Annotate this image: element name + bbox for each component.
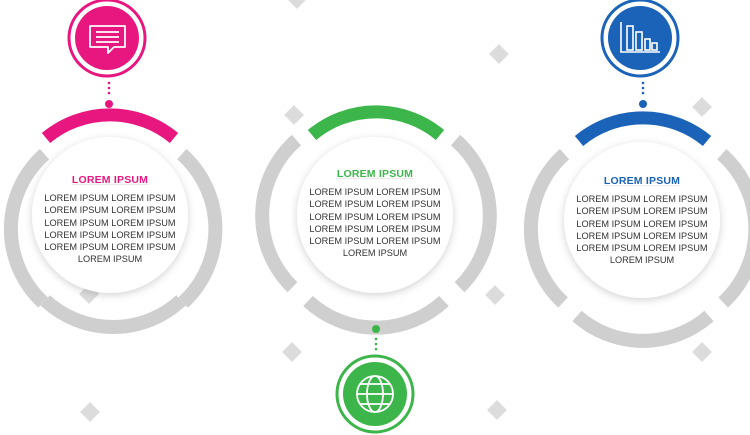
step-2-title: LOREM IPSUM bbox=[336, 168, 414, 180]
decor-diamond bbox=[80, 402, 100, 422]
step-3-line: LOREM IPSUM LOREM IPSUM bbox=[576, 194, 708, 204]
decor-diamond bbox=[485, 285, 505, 305]
step-2-icon-fill bbox=[343, 362, 407, 426]
step-1-line: LOREM IPSUM LOREM IPSUM bbox=[44, 205, 176, 216]
step-1-line: LOREM IPSUM LOREM IPSUM bbox=[44, 229, 176, 240]
step-1-accent-arc bbox=[41, 108, 179, 144]
step-1-line: LOREM IPSUM LOREM IPSUM bbox=[44, 193, 176, 203]
decor-diamond bbox=[284, 105, 304, 125]
decor-diamond bbox=[489, 44, 509, 64]
step-1-title: LOREM IPSUM bbox=[71, 174, 149, 186]
step-3-line: LOREM IPSUM LOREM IPSUM bbox=[576, 206, 708, 217]
decor-diamond bbox=[79, 284, 99, 304]
chat-bubble-icon bbox=[89, 25, 126, 54]
step-3-line: LOREM IPSUM bbox=[609, 255, 675, 266]
decor-diamond bbox=[692, 342, 712, 362]
step-3-content: LOREM IPSUM LOREM IPSUM LOREM IPSUM LORE… bbox=[572, 175, 712, 267]
step-3-icon-fill bbox=[608, 6, 672, 70]
step-2-accent-arc bbox=[307, 105, 445, 141]
step-2-content: LOREM IPSUM LOREM IPSUM LOREM IPSUM LORE… bbox=[305, 168, 445, 260]
step-3-line: LOREM IPSUM LOREM IPSUM bbox=[576, 218, 708, 229]
step-1-connector bbox=[105, 81, 113, 108]
step-1-icon-fill bbox=[75, 6, 139, 70]
step-3-line: LOREM IPSUM LOREM IPSUM bbox=[576, 230, 708, 241]
decor-diamond bbox=[487, 400, 507, 420]
step-3-icon-circle bbox=[600, 0, 680, 78]
step-1-content: LOREM IPSUM LOREM IPSUM LOREM IPSUM LORE… bbox=[40, 174, 180, 266]
step-3-connector bbox=[639, 81, 647, 108]
step-2-icon-circle bbox=[335, 354, 415, 434]
step-3-title: LOREM IPSUM bbox=[603, 175, 681, 187]
decor-diamond bbox=[282, 342, 302, 362]
step-1-icon-circle bbox=[67, 0, 147, 78]
step-1-line: LOREM IPSUM LOREM IPSUM bbox=[44, 217, 176, 228]
step-1-line: LOREM IPSUM bbox=[77, 254, 143, 265]
decor-diamond bbox=[287, 0, 307, 9]
step-2-line: LOREM IPSUM bbox=[342, 248, 408, 259]
bar-chart-icon bbox=[620, 22, 660, 53]
step-2-line: LOREM IPSUM LOREM IPSUM bbox=[309, 199, 441, 210]
step-2-line: LOREM IPSUM LOREM IPSUM bbox=[309, 223, 441, 234]
decor-diamond bbox=[692, 97, 712, 117]
globe-icon bbox=[356, 375, 394, 413]
step-3-accent-arc bbox=[574, 111, 712, 147]
step-3-line: LOREM IPSUM LOREM IPSUM bbox=[576, 243, 708, 254]
step-2-line: LOREM IPSUM LOREM IPSUM bbox=[309, 211, 441, 222]
step-1-line: LOREM IPSUM LOREM IPSUM bbox=[44, 242, 176, 253]
step-2-line: LOREM IPSUM LOREM IPSUM bbox=[309, 187, 441, 197]
step-2-line: LOREM IPSUM LOREM IPSUM bbox=[309, 236, 441, 247]
step-2-connector bbox=[372, 325, 380, 351]
